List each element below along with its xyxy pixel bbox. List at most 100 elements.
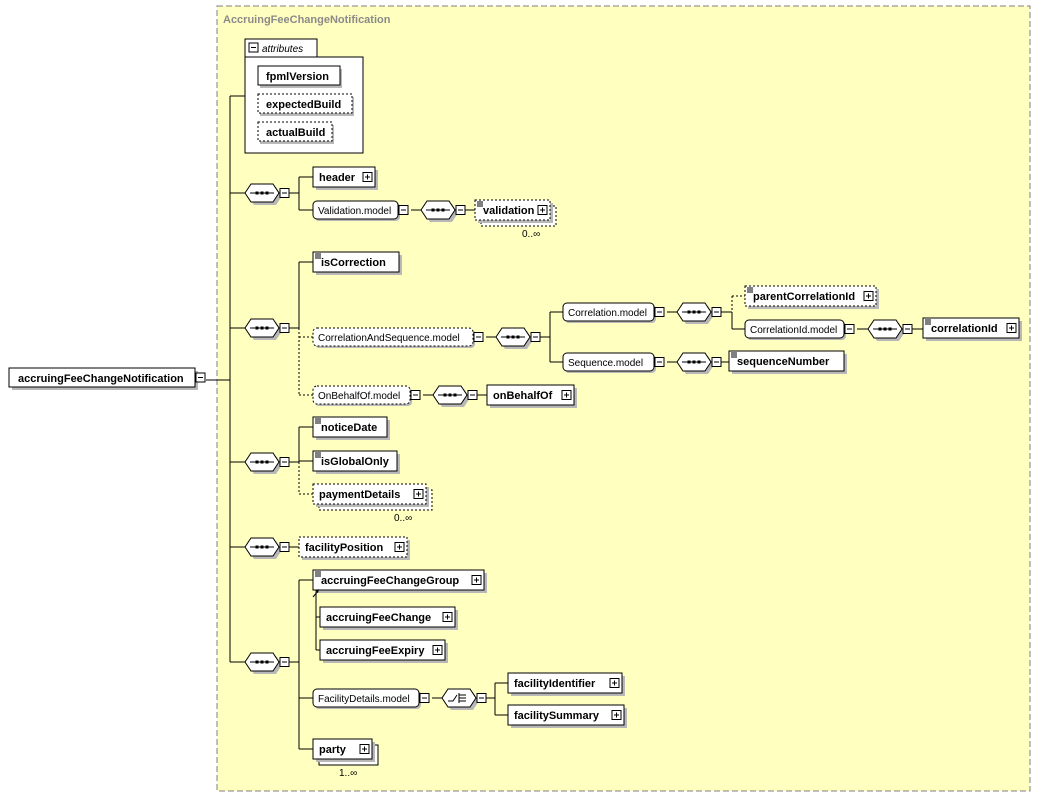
correlation-model-group[interactable]: Correlation.model (562, 302, 656, 323)
accruing-fee-expiry-element-expand-icon[interactable] (432, 645, 443, 655)
correlation-and-sequence-model-group-collapse-icon[interactable] (473, 332, 484, 342)
sequence-model-group-collapse-icon[interactable] (654, 357, 665, 367)
validation-element-expand-icon[interactable] (537, 205, 548, 215)
facility-details-model-group[interactable]: FacilityDetails.model (312, 688, 421, 709)
facility-identifier-element[interactable]: facilityIdentifier (507, 672, 625, 696)
on-behalf-of-model-group-collapse-icon[interactable] (410, 390, 421, 400)
sequence-group-4-collapse-icon[interactable] (279, 542, 290, 552)
facility-summary-element-expand-icon[interactable] (611, 710, 622, 720)
substitution-arrow-icon (312, 589, 319, 598)
sequence-correlation-id-collapse-icon[interactable] (902, 324, 913, 334)
parent-correlation-id-element-expand-icon[interactable] (863, 291, 874, 301)
sequence-correlation[interactable] (676, 302, 714, 324)
sequence-group-2-collapse-icon[interactable] (279, 323, 290, 333)
party-element-expand-icon[interactable] (359, 744, 370, 754)
sequence-compositor-icon (682, 360, 706, 364)
is-correction-element[interactable]: isCorrection (312, 251, 402, 275)
is-global-only-element[interactable]: isGlobalOnly (312, 450, 400, 474)
choice-facility-details-collapse-icon[interactable] (476, 693, 487, 703)
accruing-fee-change-group-element-expand-icon[interactable] (471, 575, 482, 585)
documentation-icon (747, 287, 753, 293)
attribute-item[interactable]: expectedBuild (257, 93, 354, 116)
sequence-validation-collapse-icon[interactable] (455, 205, 466, 215)
sequence-group-5[interactable] (244, 652, 282, 674)
sequence-sequence-collapse-icon[interactable] (711, 357, 722, 367)
sequence-sequence[interactable] (676, 352, 714, 374)
attributes-collapse-icon[interactable] (248, 42, 259, 53)
sequence-group-4[interactable] (244, 537, 282, 559)
root-collapse-icon[interactable] (195, 372, 206, 383)
sequence-correlation-id[interactable] (867, 319, 905, 341)
documentation-icon (477, 201, 483, 207)
validation-element[interactable]: validation (474, 199, 557, 227)
sequence-group-1[interactable] (244, 183, 282, 205)
sequence-compositor-icon (250, 460, 274, 464)
accruing-fee-change-element[interactable]: accruingFeeChange (319, 606, 458, 630)
sequence-validation[interactable] (420, 200, 458, 222)
documentation-icon (925, 319, 931, 325)
attribute-item[interactable]: fpmlVersion (257, 65, 342, 88)
accruing-fee-change-group-element-label: accruingFeeChangeGroup (321, 575, 459, 587)
sequence-model-group[interactable]: Sequence.model (562, 352, 656, 373)
node-layer: accruingFeeChangeNotificationattributesf… (8, 38, 1022, 779)
attributes-panel: attributesfpmlVersionexpectedBuildactual… (244, 38, 364, 154)
header-element-expand-icon[interactable] (362, 172, 373, 182)
accruing-fee-change-group-element[interactable]: accruingFeeChangeGroup (312, 569, 487, 593)
sequence-group-5-collapse-icon[interactable] (279, 657, 290, 667)
correlation-model-group-collapse-icon[interactable] (654, 307, 665, 317)
facility-details-model-group-collapse-icon[interactable] (419, 693, 430, 703)
facility-summary-element[interactable]: facilitySummary (507, 704, 627, 728)
correlation-id-element[interactable]: correlationId (922, 317, 1022, 341)
root-element[interactable]: accruingFeeChangeNotification (8, 367, 198, 390)
documentation-icon (315, 253, 321, 259)
party-element-label: party (319, 744, 347, 756)
sequence-correlation-collapse-icon[interactable] (711, 307, 722, 317)
facility-identifier-element-expand-icon[interactable] (609, 678, 620, 688)
sequence-group-3[interactable] (244, 452, 282, 474)
payment-details-element-expand-icon[interactable] (413, 489, 424, 499)
sequence-on-behalf-of-collapse-icon[interactable] (467, 390, 478, 400)
sequence-correlation-and-sequence[interactable] (495, 327, 533, 349)
sequence-compositor-icon (250, 545, 274, 549)
facility-position-element[interactable]: facilityPosition (298, 536, 410, 560)
correlation-id-element-expand-icon[interactable] (1006, 323, 1017, 333)
accruing-fee-expiry-element[interactable]: accruingFeeExpiry (319, 639, 448, 663)
sequence-correlation-and-sequence-collapse-icon[interactable] (530, 332, 541, 342)
validation-model-group[interactable]: Validation.model (312, 200, 400, 221)
parent-correlation-id-element[interactable]: parentCorrelationId (744, 285, 879, 309)
facility-position-element-expand-icon[interactable] (394, 542, 405, 552)
correlation-and-sequence-model-group[interactable]: CorrelationAndSequence.model (312, 327, 475, 348)
sequence-number-element[interactable]: sequenceNumber (728, 350, 847, 374)
sequence-group-1-collapse-icon[interactable] (279, 188, 290, 198)
payment-details-element[interactable]: paymentDetails (312, 483, 433, 511)
attribute-item[interactable]: actualBuild (257, 121, 334, 144)
root-element-label: accruingFeeChangeNotification (18, 373, 184, 385)
notice-date-element[interactable]: noticeDate (312, 416, 390, 440)
sequence-compositor-icon (438, 393, 462, 397)
optional-connector-lines (298, 295, 745, 495)
sequence-group-3-collapse-icon[interactable] (279, 457, 290, 467)
on-behalf-of-element-expand-icon[interactable] (561, 390, 572, 400)
sequence-compositor-icon (501, 335, 525, 339)
is-global-only-element-label: isGlobalOnly (321, 456, 390, 468)
connector-lines (206, 95, 923, 750)
sequence-compositor-icon (250, 326, 274, 330)
documentation-icon (315, 418, 321, 424)
on-behalf-of-element-label: onBehalfOf (493, 390, 553, 402)
correlation-id-model-group[interactable]: CorrelationId.model (744, 319, 846, 340)
correlation-id-model-group-collapse-icon[interactable] (844, 324, 855, 334)
choice-compositor-icon (448, 693, 466, 703)
attribute-label: actualBuild (266, 127, 325, 139)
validation-model-group-collapse-icon[interactable] (398, 205, 409, 215)
sequence-compositor-icon (250, 660, 274, 664)
accruing-fee-change-element-expand-icon[interactable] (442, 612, 453, 622)
party-cardinality: 1..∞ (339, 768, 357, 779)
payment-details-element-label: paymentDetails (319, 489, 400, 501)
sequence-on-behalf-of[interactable] (432, 385, 470, 407)
accruing-fee-change-element-label: accruingFeeChange (326, 612, 431, 624)
choice-facility-details[interactable] (441, 688, 479, 710)
sequence-group-2[interactable] (244, 318, 282, 340)
on-behalf-of-element[interactable]: onBehalfOf (486, 384, 577, 408)
on-behalf-of-model-group[interactable]: OnBehalfOf.model (312, 385, 412, 406)
attribute-label: fpmlVersion (266, 71, 329, 83)
